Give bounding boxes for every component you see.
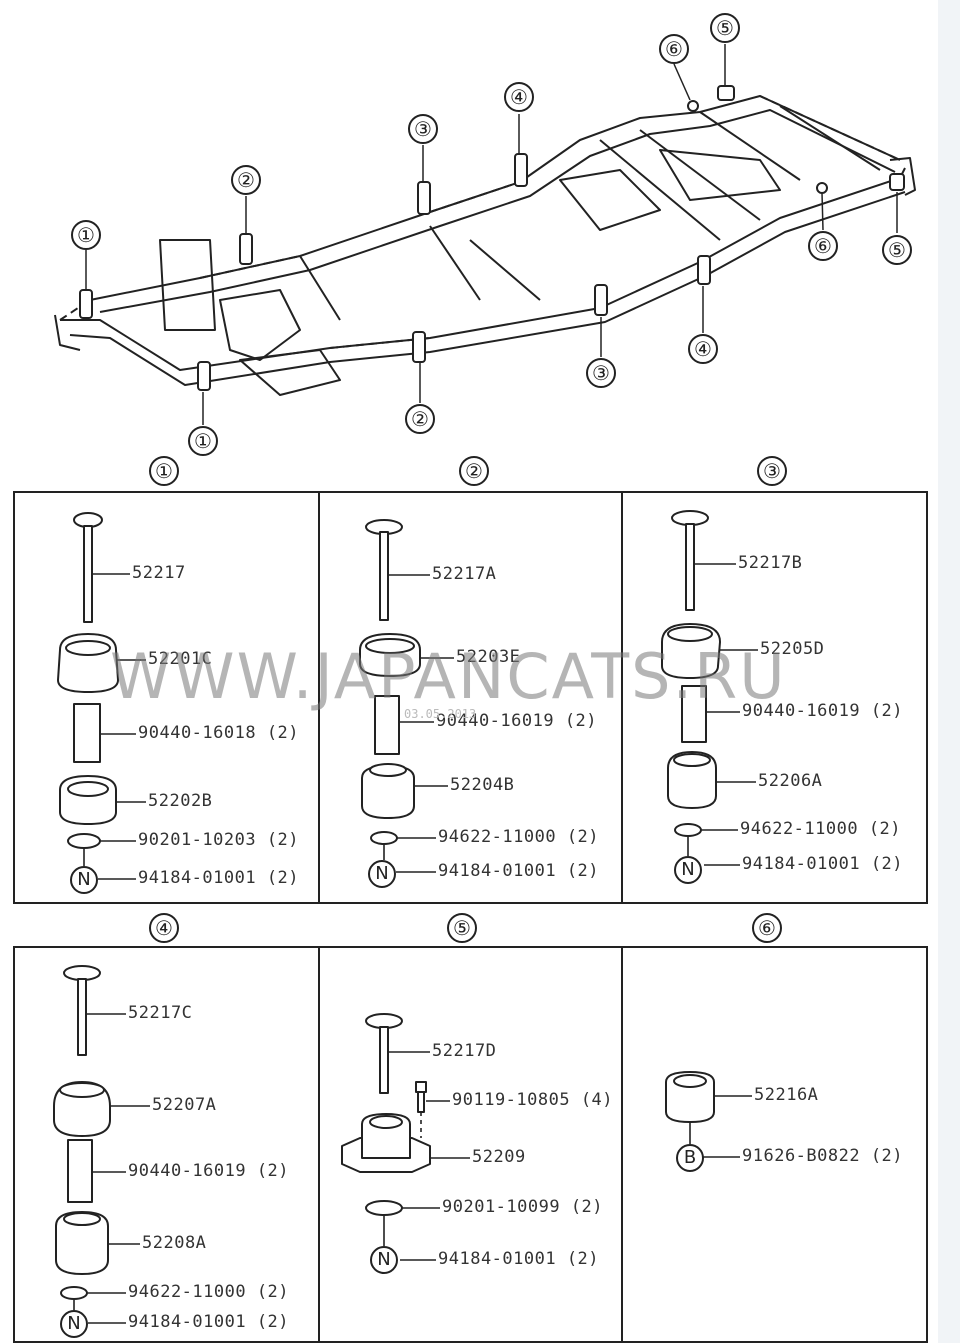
panel-6 [621, 946, 928, 1343]
part-label-90201-10203: 90201-10203 (2) [136, 830, 302, 850]
nut-symbol-n-p5: N [370, 1246, 398, 1274]
watermark-date: 03.05.2013 [404, 707, 477, 721]
part-label-52216A: 52216A [752, 1085, 821, 1105]
part-label-90119-10805: 90119-10805 (4) [450, 1090, 616, 1110]
panel-5-number: ⑤ [447, 913, 477, 943]
frame-callout-2-bottom: ② [405, 404, 435, 434]
part-label-52206A: 52206A [756, 771, 825, 791]
frame-callout-5-right: ⑤ [882, 235, 912, 265]
chassis-frame-drawing [54, 44, 916, 425]
part-label-52217C: 52217C [126, 1003, 195, 1023]
frame-callout-5-top: ⑤ [710, 13, 740, 43]
frame-callout-6-right: ⑥ [808, 231, 838, 261]
part-label-52205D: 52205D [758, 639, 827, 659]
part-label-52207A: 52207A [150, 1095, 219, 1115]
part-label-94184-01001-p3: 94184-01001 (2) [740, 854, 906, 874]
part-label-52217B: 52217B [736, 553, 805, 573]
part-label-91626-B0822: 91626-B0822 (2) [740, 1146, 906, 1166]
part-label-90440-16019-p2: 90440-16019 (2) [434, 711, 600, 731]
frame-callout-4-top: ④ [504, 82, 534, 112]
part-label-90440-16019-p3: 90440-16019 (2) [740, 701, 906, 721]
right-edge-strip [938, 0, 960, 1343]
part-label-94184-01001-p2: 94184-01001 (2) [436, 861, 602, 881]
frame-callout-3-top: ③ [408, 114, 438, 144]
bolt-symbol-b-p6: B [676, 1144, 704, 1172]
part-label-52208A: 52208A [140, 1233, 209, 1253]
frame-callout-4-bottom: ④ [688, 334, 718, 364]
part-label-52203E: 52203E [454, 647, 523, 667]
part-label-90201-10099: 90201-10099 (2) [440, 1197, 606, 1217]
watermark-text: WWW.JAPANCATS.RU [110, 640, 787, 713]
panel-6-number: ⑥ [752, 913, 782, 943]
part-label-52217A: 52217A [430, 564, 499, 584]
panel-4-number: ④ [149, 913, 179, 943]
part-label-52217D: 52217D [430, 1041, 499, 1061]
part-label-90440-16019-p4: 90440-16019 (2) [126, 1161, 292, 1181]
part-label-52204B: 52204B [448, 775, 517, 795]
nut-symbol-n-p4: N [60, 1310, 88, 1338]
part-label-94184-01001-p5: 94184-01001 (2) [436, 1249, 602, 1269]
panel-3 [621, 491, 928, 904]
part-label-52217: 52217 [130, 563, 188, 583]
nut-symbol-n-p3: N [674, 856, 702, 884]
part-label-94622-11000-p2: 94622-11000 (2) [436, 827, 602, 847]
frame-callout-1-front: ① [71, 220, 101, 250]
part-label-94622-11000-p4: 94622-11000 (2) [126, 1282, 292, 1302]
part-label-94622-11000-p3: 94622-11000 (2) [738, 819, 904, 839]
part-label-52201C: 52201C [146, 649, 215, 669]
frame-callout-6-top: ⑥ [659, 34, 689, 64]
part-label-52209: 52209 [470, 1147, 528, 1167]
frame-callout-2-top: ② [231, 165, 261, 195]
nut-symbol-n-p1: N [70, 866, 98, 894]
panel-2-number: ② [459, 456, 489, 486]
part-label-90440-16018: 90440-16018 (2) [136, 723, 302, 743]
panel-1-number: ① [149, 456, 179, 486]
frame-callout-1-rear: ① [188, 426, 218, 456]
frame-callout-3-bottom: ③ [586, 358, 616, 388]
panel-3-number: ③ [757, 456, 787, 486]
part-label-94184-01001-p4: 94184-01001 (2) [126, 1312, 292, 1332]
part-label-52202B: 52202B [146, 791, 215, 811]
part-label-94184-01001-p1: 94184-01001 (2) [136, 868, 302, 888]
nut-symbol-n-p2: N [368, 860, 396, 888]
